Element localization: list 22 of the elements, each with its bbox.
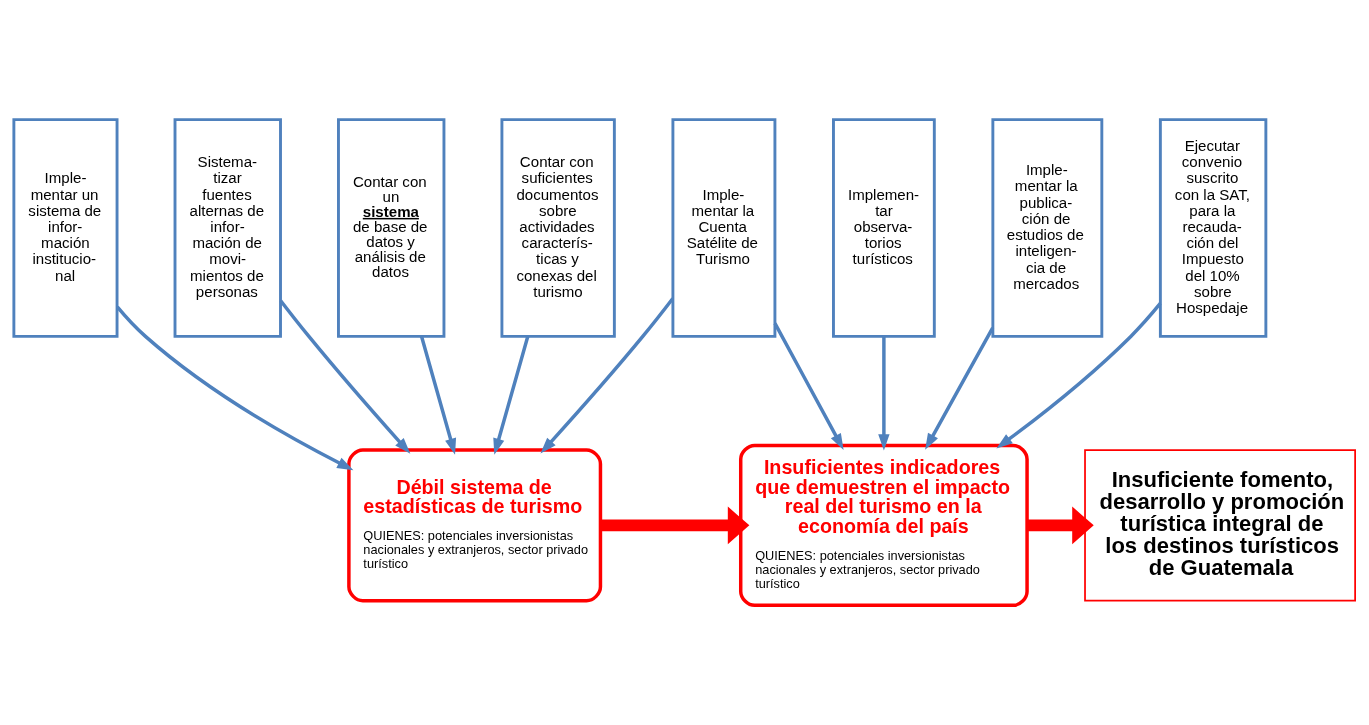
arrow: [925, 327, 995, 450]
arrow: [419, 336, 457, 455]
node-box: Débil sistema de estadísticas de turismo QUIENES: potenciales inversionistas nacionales y extranjeros, sector privado turístico: [347, 448, 603, 603]
node-box: Insuficiente fomento, desarrollo y promoción turística integral de los destinos turísticos de Guatemala: [1084, 449, 1356, 602]
node-box: Contar con un sistema de base de datos y análisis de datos: [337, 118, 446, 338]
node-box: Sistema- tizar fuentes alternas de infor- mación de movi- mientos de personas: [173, 118, 282, 338]
arrow: [493, 336, 530, 455]
arrow: [1027, 506, 1094, 545]
node-box: Imple- mentar la publica- ción de estudios de inteligen- cia de mercados: [991, 118, 1104, 338]
node-box: Insuficientes indicadores que demuestren el impacto real del turismo en la economía del país QUIENES: potenciales inversionistas nacionales y extranjeros, sector privado turístico: [739, 443, 1029, 608]
node-box: Imple- mentar un sistema de infor- mación institucio- nal: [12, 118, 119, 338]
node-box: Contar con suficientes documentos sobre actividades caracterís- ticas y conexas del turismo: [500, 118, 616, 338]
arrow: [279, 299, 411, 454]
arrow: [116, 305, 354, 471]
node-box: Implemen- tar observa- torios turísticos: [832, 118, 936, 338]
arrow: [996, 302, 1162, 449]
arrow: [600, 506, 750, 545]
arrow: [540, 297, 675, 454]
arrow: [773, 322, 844, 450]
arrow: [878, 336, 890, 451]
node-box: Ejecutar convenio suscrito con la SAT, para la recauda- ción del Impuesto del 10% sobre Hospedaje: [1158, 118, 1268, 338]
node-box: Imple- mentar la Cuenta Satélite de Turismo: [671, 118, 777, 338]
